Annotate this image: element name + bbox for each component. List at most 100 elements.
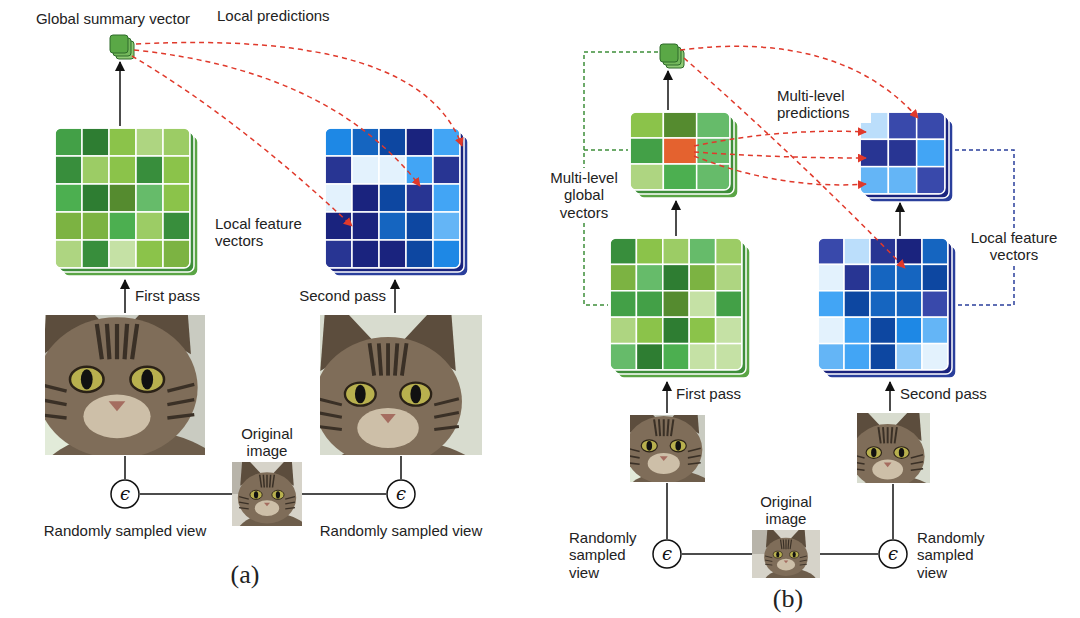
cat-stripe <box>883 427 884 443</box>
image-heading: Original image <box>232 425 302 460</box>
cat-stripe <box>857 469 865 471</box>
cat-photo <box>752 530 820 578</box>
view-leader <box>124 456 126 479</box>
feature-vector-cell <box>82 156 109 184</box>
cat-eye <box>641 440 657 452</box>
feature-vector-cell <box>636 317 662 343</box>
cat-stripe <box>320 413 342 418</box>
feature-vector-cell <box>896 238 922 264</box>
cat-nose <box>380 414 395 423</box>
feature-vector-cell <box>818 344 844 370</box>
cat-pupil <box>276 491 280 498</box>
feature-vector-cell <box>82 212 109 240</box>
feature-cells <box>860 112 945 194</box>
feature-vector-cell <box>610 238 636 264</box>
original-image-node: Original image <box>232 425 302 527</box>
feature-vector-cell <box>136 156 163 184</box>
prediction-arrow <box>694 152 866 158</box>
feature-vector-cell <box>844 344 870 370</box>
feature-vector-cell <box>888 139 916 166</box>
cat-stripe <box>434 399 459 405</box>
feature-vector-cell <box>917 167 945 194</box>
pass-arrow <box>889 382 891 411</box>
cat-eye <box>130 367 164 392</box>
cat-photo <box>630 415 705 482</box>
cat-stripe <box>132 324 137 359</box>
feature-vector-cell <box>325 212 352 240</box>
cat-pupil <box>410 385 421 403</box>
cat-stripe <box>765 556 772 558</box>
label-text: Multi-level global vectors <box>544 168 624 222</box>
label-text: Global summary vector <box>34 9 192 28</box>
feature-vector-cell <box>818 264 844 290</box>
feature-vector-cell <box>163 212 190 240</box>
label-text: First pass <box>674 384 743 403</box>
summary-arrow <box>667 71 669 110</box>
feature-map-layer <box>63 136 198 276</box>
feature-vector-cell <box>818 317 844 343</box>
feature-vector-cell <box>433 128 460 156</box>
feature-vector-cell <box>406 156 433 184</box>
cat-head <box>764 538 808 576</box>
cat-stripe <box>263 475 265 488</box>
feature-cells <box>325 128 460 268</box>
cat-pupil <box>81 369 93 389</box>
cat-nose <box>109 401 126 411</box>
feature-vector-cell <box>109 156 136 184</box>
pass-arrow <box>666 382 668 413</box>
cat-muzzle <box>255 500 279 516</box>
feature-vector-cell <box>922 238 948 264</box>
label-text: Local predictions <box>215 6 332 25</box>
feature-vector-cell <box>917 139 945 166</box>
prediction-arrow <box>694 131 866 146</box>
prediction-arrow <box>134 50 420 186</box>
feature-vector-cell <box>55 240 82 268</box>
feature-vector-cell <box>82 184 109 212</box>
feature-vector-cell <box>55 212 82 240</box>
feature-vector-cell <box>888 167 916 194</box>
cat-stripe <box>370 343 375 375</box>
cat-stripe <box>654 419 656 436</box>
connector-line <box>140 493 232 495</box>
level-arrow <box>675 201 677 236</box>
noise-symbol: ϵ <box>662 545 672 563</box>
feature-vector-cell <box>610 291 636 317</box>
cat-nose <box>660 456 668 461</box>
cat-pupil <box>646 441 652 451</box>
feature-vector-cell <box>896 344 922 370</box>
feature-vector-cell <box>716 344 742 370</box>
view-leader <box>400 456 402 479</box>
feature-vector-cell <box>689 291 715 317</box>
cat-stripe <box>630 455 640 457</box>
feature-vector-cell <box>860 139 888 166</box>
summary-arrow <box>119 62 121 126</box>
cat-pupil <box>675 441 681 451</box>
noise-circle <box>653 540 681 568</box>
connector-line <box>682 553 752 555</box>
cat-head <box>857 424 925 483</box>
feature-vector-cell <box>636 291 662 317</box>
prediction-arrow <box>684 58 905 268</box>
panel-b-illustration <box>584 44 1014 539</box>
cat-stripe <box>266 475 268 488</box>
cat-eye <box>894 447 909 459</box>
prediction-arrow <box>694 156 866 185</box>
cat-muzzle <box>357 408 419 448</box>
feature-vector-cell <box>433 212 460 240</box>
panel-caption: (b) <box>771 584 805 615</box>
cat-photo <box>45 315 205 455</box>
cat-head <box>320 337 462 455</box>
prediction-arrow <box>132 56 352 226</box>
feature-vector-cell <box>818 238 844 264</box>
feature-vector-cell <box>896 264 922 290</box>
feature-vector-cell <box>406 212 433 240</box>
feature-vector-cell <box>716 291 742 317</box>
original-image-node: Original image <box>752 493 820 579</box>
cat-stripe <box>785 540 786 550</box>
feature-vector-cell <box>689 264 715 290</box>
feature-vector-cell <box>325 184 352 212</box>
cat-stripe <box>167 415 194 418</box>
cat-eye <box>773 551 782 558</box>
label-text: Randomly sampled view <box>42 521 209 540</box>
cat-head <box>45 317 198 455</box>
